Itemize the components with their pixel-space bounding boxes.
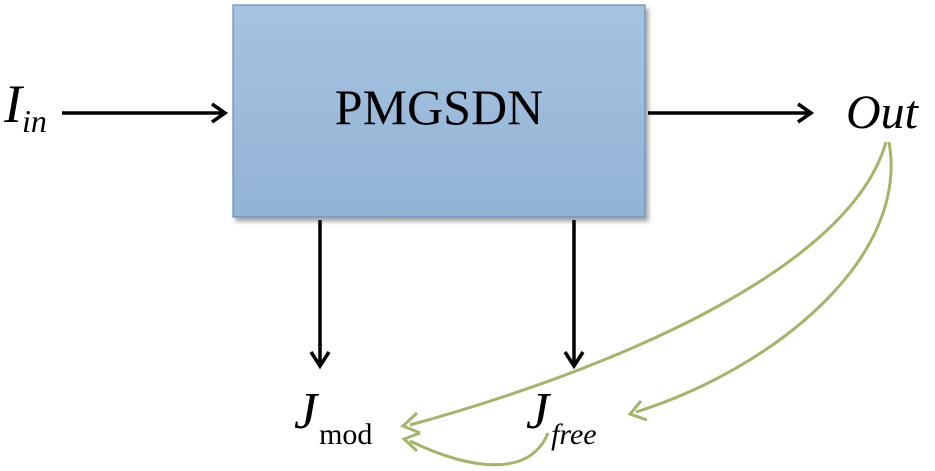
pmgsdn-label: PMGSDN xyxy=(335,79,543,135)
jfree-label-base: J xyxy=(526,383,552,440)
jmod-label-sub: mod xyxy=(319,418,372,451)
jmod-label-base: J xyxy=(294,383,320,440)
feedback-out-to-jmod xyxy=(400,141,888,435)
output-label: Out xyxy=(846,86,920,139)
input-label-sub: in xyxy=(22,103,47,139)
feedback-out-to-jfree xyxy=(627,141,893,422)
input-label: Iin xyxy=(3,74,47,139)
jfree-label-sub: free xyxy=(551,418,597,451)
jmod-label: Jmod xyxy=(294,383,372,451)
output-arrow xyxy=(648,102,815,124)
input-label-base: I xyxy=(3,74,25,134)
jfree-label: Jfree xyxy=(526,383,597,451)
input-arrow xyxy=(62,102,229,124)
jfree-down-arrow xyxy=(563,220,585,370)
jmod-down-arrow xyxy=(309,220,331,370)
pmgsdn-block xyxy=(232,4,646,218)
feedback-jfree-to-jmod xyxy=(401,431,550,467)
